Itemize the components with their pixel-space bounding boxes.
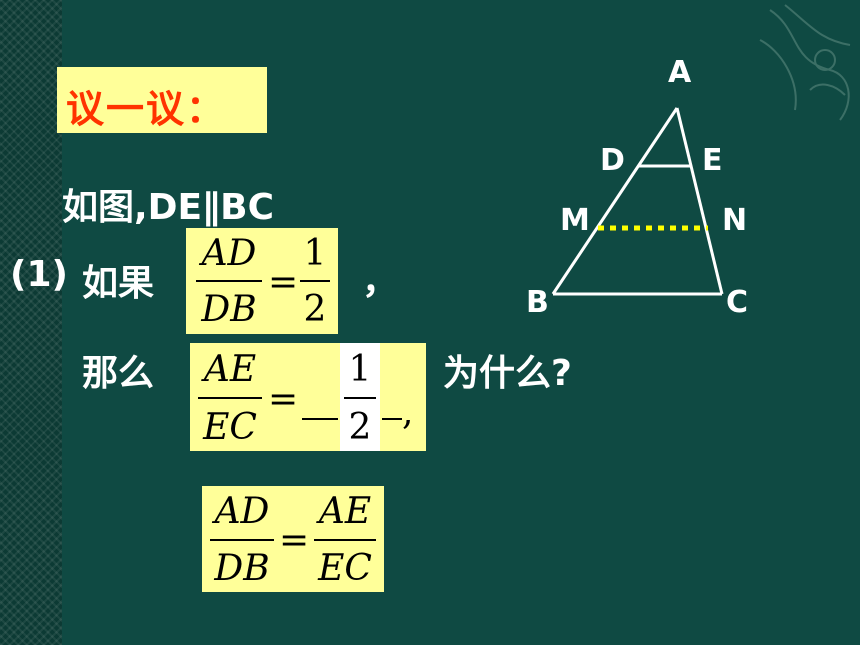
fraction-bar bbox=[198, 397, 262, 399]
fraction-given-left: AD bbox=[196, 236, 262, 272]
answer-blank-right bbox=[382, 418, 402, 420]
decorative-left-strip bbox=[0, 0, 62, 645]
numerator: AD bbox=[201, 233, 257, 274]
side-ac bbox=[675, 107, 724, 295]
numerator: AE bbox=[203, 349, 257, 390]
then-text: 那么 bbox=[82, 353, 155, 394]
fraction-bar bbox=[196, 280, 262, 282]
fraction-bar bbox=[344, 397, 376, 399]
point-label-n: N bbox=[722, 203, 747, 238]
section-title: 议一议： bbox=[66, 87, 227, 131]
equals-sign: = bbox=[268, 262, 299, 303]
trailing-comma: , bbox=[402, 392, 414, 433]
denominator: EC bbox=[318, 548, 372, 589]
why-text: 为什么? bbox=[443, 353, 572, 394]
point-label-c: C bbox=[726, 285, 748, 320]
if-text: 如果 bbox=[82, 263, 155, 304]
fraction-bar bbox=[210, 539, 274, 541]
question-number: (1) bbox=[10, 254, 68, 295]
numerator: AD bbox=[214, 491, 270, 532]
title-highlight bbox=[57, 67, 267, 133]
equals-sign: = bbox=[268, 379, 299, 420]
denominator: DB bbox=[201, 289, 257, 330]
fraction-bar bbox=[314, 539, 376, 541]
ornament-icon bbox=[759, 4, 851, 121]
point-label-a: A bbox=[668, 55, 692, 90]
denominator: 2 bbox=[303, 289, 327, 330]
statement-line: 如图,DE∥BC bbox=[62, 187, 275, 228]
denominator: EC bbox=[203, 407, 257, 448]
numerator: AE bbox=[318, 491, 372, 532]
answer-denominator: 2 bbox=[348, 407, 372, 448]
point-label-m: M bbox=[560, 203, 590, 238]
fraction-bar bbox=[300, 280, 330, 282]
numerator: 1 bbox=[303, 233, 327, 274]
answer-blank-left bbox=[302, 418, 338, 420]
denominator: DB bbox=[214, 548, 270, 589]
side-ab bbox=[551, 107, 679, 295]
answer-numerator: 1 bbox=[348, 349, 372, 390]
comma-text: ， bbox=[362, 261, 399, 302]
point-label-e: E bbox=[702, 143, 723, 178]
point-label-b: B bbox=[526, 285, 549, 320]
point-label-d: D bbox=[600, 143, 625, 178]
equals-sign: = bbox=[279, 520, 310, 561]
